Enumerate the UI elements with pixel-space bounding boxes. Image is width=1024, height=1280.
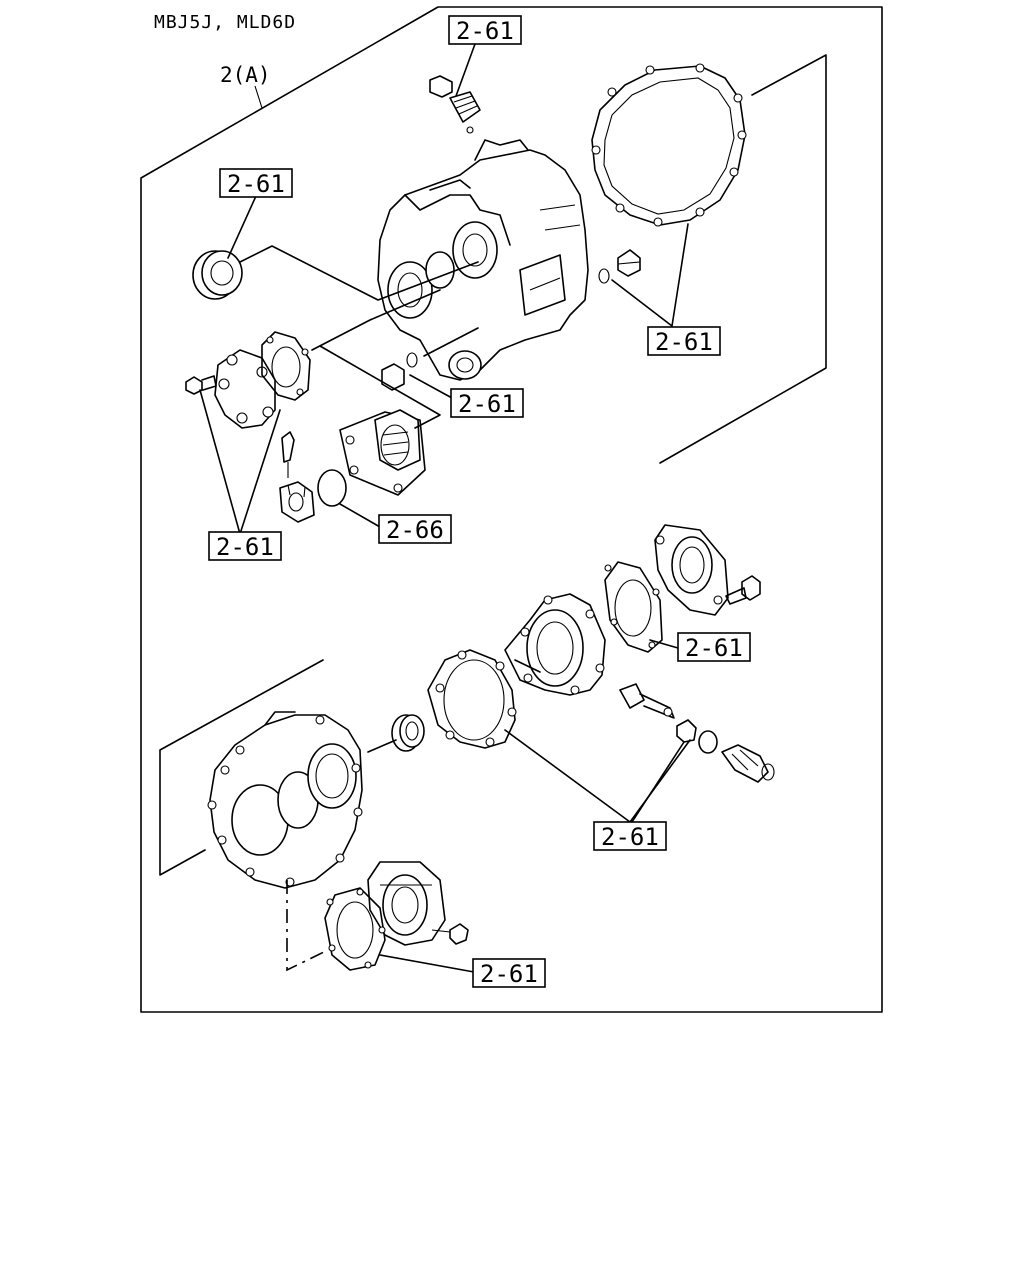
bearing-retainer-part: [214, 349, 276, 429]
upper-panel-lines: [659, 54, 827, 464]
intermediate-housing-part: [504, 593, 606, 696]
retainer-bolt-part: [185, 375, 217, 395]
lower-oil-seal-part: [391, 714, 425, 752]
diagram-frame: [140, 6, 883, 1013]
callout-ref-case-gasket-text: 2-61: [655, 328, 713, 356]
speed-sensor-part: [725, 575, 761, 605]
callout-ref-o-ring[interactable]: 2-66: [378, 514, 452, 544]
upper-axis-lines: [239, 245, 479, 429]
lower-gasket-part: [427, 649, 517, 749]
callout-ref-lower-gasket[interactable]: 2-61: [593, 821, 667, 851]
callout-ref-lower-gasket-text: 2-61: [601, 823, 659, 851]
callout-ref-case-gasket[interactable]: 2-61: [647, 326, 721, 356]
lower-panel-lines: [159, 659, 324, 876]
breather-plug-part: [598, 249, 641, 284]
group-label: 2(A): [220, 63, 271, 87]
companion-flange-part: [339, 409, 426, 496]
filler-plug-part: [381, 352, 418, 391]
model-title: MBJ5J, MLD6D: [154, 12, 296, 33]
neutral-switch-part: [676, 719, 775, 783]
transmission-case-part: [377, 139, 589, 381]
callout-ref-oil-seal-text: 2-61: [227, 170, 285, 198]
callout-ref-filler-plug[interactable]: 2-61: [450, 388, 524, 418]
callout-ref-right-gasket[interactable]: 2-61: [677, 632, 751, 662]
o-ring-part: [317, 469, 347, 507]
callout-ref-extension-gasket-text: 2-61: [480, 960, 538, 988]
callout-ref-right-gasket-text: 2-61: [685, 634, 743, 662]
callout-ref-extension-gasket[interactable]: 2-61: [472, 958, 546, 988]
callout-ref-o-ring-text: 2-66: [386, 516, 444, 544]
castle-nut-part: [279, 431, 315, 523]
rear-housing-part: [207, 711, 363, 889]
oil-seal-part: [192, 250, 243, 300]
rear-cover-part: [654, 524, 729, 616]
callout-ref-top-text: 2-61: [456, 17, 514, 45]
callout-ref-retainer[interactable]: 2-61: [208, 531, 282, 561]
extension-gasket-part: [324, 887, 386, 971]
case-gasket-part: [591, 63, 747, 227]
retainer-gasket-part: [261, 331, 311, 401]
lower-axis-lines: [286, 739, 397, 972]
callout-ref-oil-seal[interactable]: 2-61: [219, 168, 293, 198]
right-gasket-part: [604, 561, 663, 653]
shift-shaft-part: [619, 683, 675, 719]
callout-ref-filler-plug-text: 2-61: [458, 390, 516, 418]
extension-housing-part: [367, 861, 469, 946]
callout-ref-retainer-text: 2-61: [216, 533, 274, 561]
drain-plug-part: [429, 75, 481, 134]
callout-ref-top[interactable]: 2-61: [448, 15, 522, 45]
